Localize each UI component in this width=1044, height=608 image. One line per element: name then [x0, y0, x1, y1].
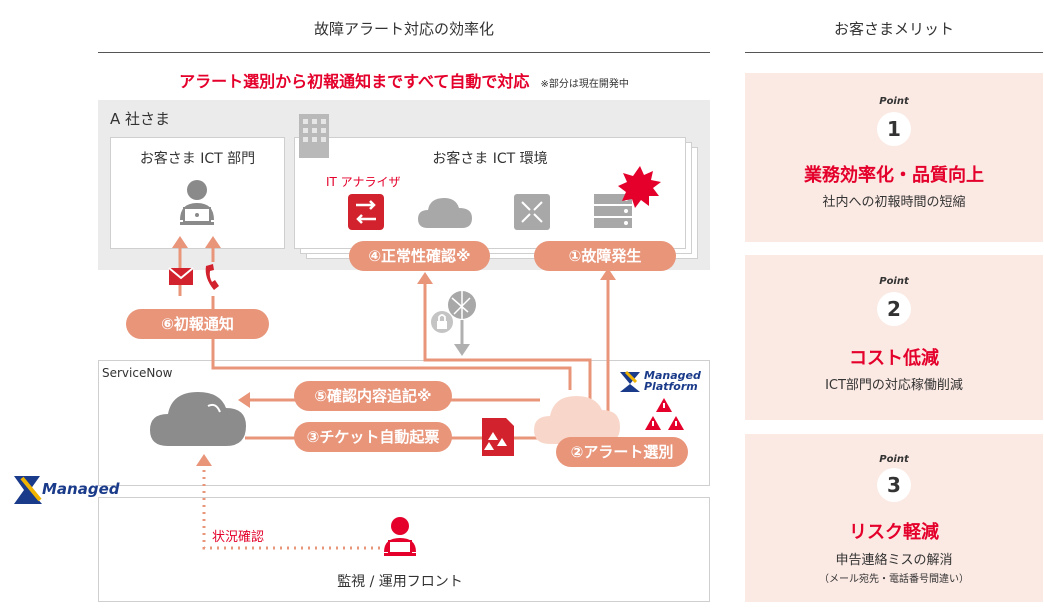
point-3-title: リスク軽減	[849, 522, 939, 543]
point-2-title: コスト低減	[849, 348, 939, 369]
status-check-label: 状況確認	[212, 530, 265, 545]
servicenow-cloud-icon	[150, 392, 246, 446]
mail-icon	[168, 267, 194, 285]
point-2-label: Point	[879, 276, 909, 287]
managed-platform-logo-text: Managed Platform	[644, 370, 701, 392]
it-analyzer-label: IT アナライザ	[326, 175, 401, 189]
env-cloud-icon	[418, 198, 472, 228]
monitor-operator-icon	[384, 517, 416, 556]
point-card-2	[745, 255, 1043, 420]
managed-platform-line2: Platform	[644, 380, 698, 393]
building-icon	[299, 114, 329, 158]
status-check-arrow	[196, 454, 380, 550]
managed-platform-line1: Managed	[644, 369, 701, 382]
ict-dept-label: お客さま ICT 部門	[139, 151, 256, 167]
banner-note: ※部分は現在開発中	[540, 79, 629, 90]
left-section-header: 故障アラート対応の効率化	[313, 20, 494, 38]
right-header-divider	[745, 52, 1043, 53]
step-ticket-auto-create: ③チケット自動起票	[294, 422, 452, 452]
ict-env-box	[294, 137, 686, 249]
network-switch-icon	[514, 194, 550, 230]
point-1-desc: 社内への初報時間の短縮	[822, 195, 966, 210]
ict-staff-icon	[180, 180, 214, 225]
arrowhead-append	[238, 392, 250, 408]
point-2-desc: ICT部門の対応稼働削減	[825, 378, 963, 393]
phone-icon	[205, 264, 219, 290]
step-append-details: ⑤確認内容追記※	[294, 381, 452, 411]
right-section-header: お客さまメリット	[833, 20, 954, 38]
managed-platform-logo-mark	[620, 370, 640, 392]
banner-main-text: アラート選別から初報通知まですべて自動で対応	[179, 72, 530, 91]
arrowhead-ict-2	[205, 236, 221, 248]
failure-burst-icon	[618, 166, 661, 208]
managed-logo-mark	[14, 476, 42, 504]
point-3-desc: 申告連絡ミスの解消	[835, 553, 953, 568]
left-header-divider	[98, 52, 710, 53]
lock-icon	[431, 311, 453, 333]
point-card-3	[745, 434, 1043, 602]
arrowhead-ict-1	[172, 236, 188, 248]
point-1-label: Point	[879, 96, 909, 107]
step-alert-selection: ②アラート選別	[556, 437, 688, 467]
point-2-number: 2	[877, 292, 911, 326]
point-1-title: 業務効率化・品質向上	[804, 165, 984, 186]
point-3-number: 3	[877, 468, 911, 502]
point-3-label: Point	[879, 454, 909, 465]
ict-env-label: お客さま ICT 環境	[432, 151, 548, 167]
point-1-number: 1	[877, 112, 911, 146]
warning-triangles-icon	[645, 398, 684, 430]
arrowhead-check	[417, 272, 433, 284]
step-failure-occurrence: ①故障発生	[534, 241, 676, 271]
point-3-sub: （メール宛先・電話番号間違い）	[819, 574, 969, 585]
ticket-document-icon	[482, 418, 514, 456]
banner: アラート選別から初報通知まですべて自動で対応 ※部分は現在開発中	[98, 68, 710, 92]
monitor-front-label: 監視 / 運用フロント	[337, 574, 463, 590]
point-card-1	[745, 73, 1043, 242]
it-analyzer-icon	[348, 194, 384, 230]
step-initial-notification: ⑥初報通知	[126, 309, 269, 339]
managed-logo-text: Managed	[42, 480, 120, 498]
network-globe-icon	[448, 291, 476, 356]
step-health-check: ④正常性確認※	[349, 241, 490, 271]
arrowhead-failure	[600, 268, 616, 280]
company-label: A 社さま	[110, 110, 171, 128]
servicenow-label: ServiceNow	[102, 366, 173, 380]
alert-cloud-icon	[534, 396, 620, 444]
